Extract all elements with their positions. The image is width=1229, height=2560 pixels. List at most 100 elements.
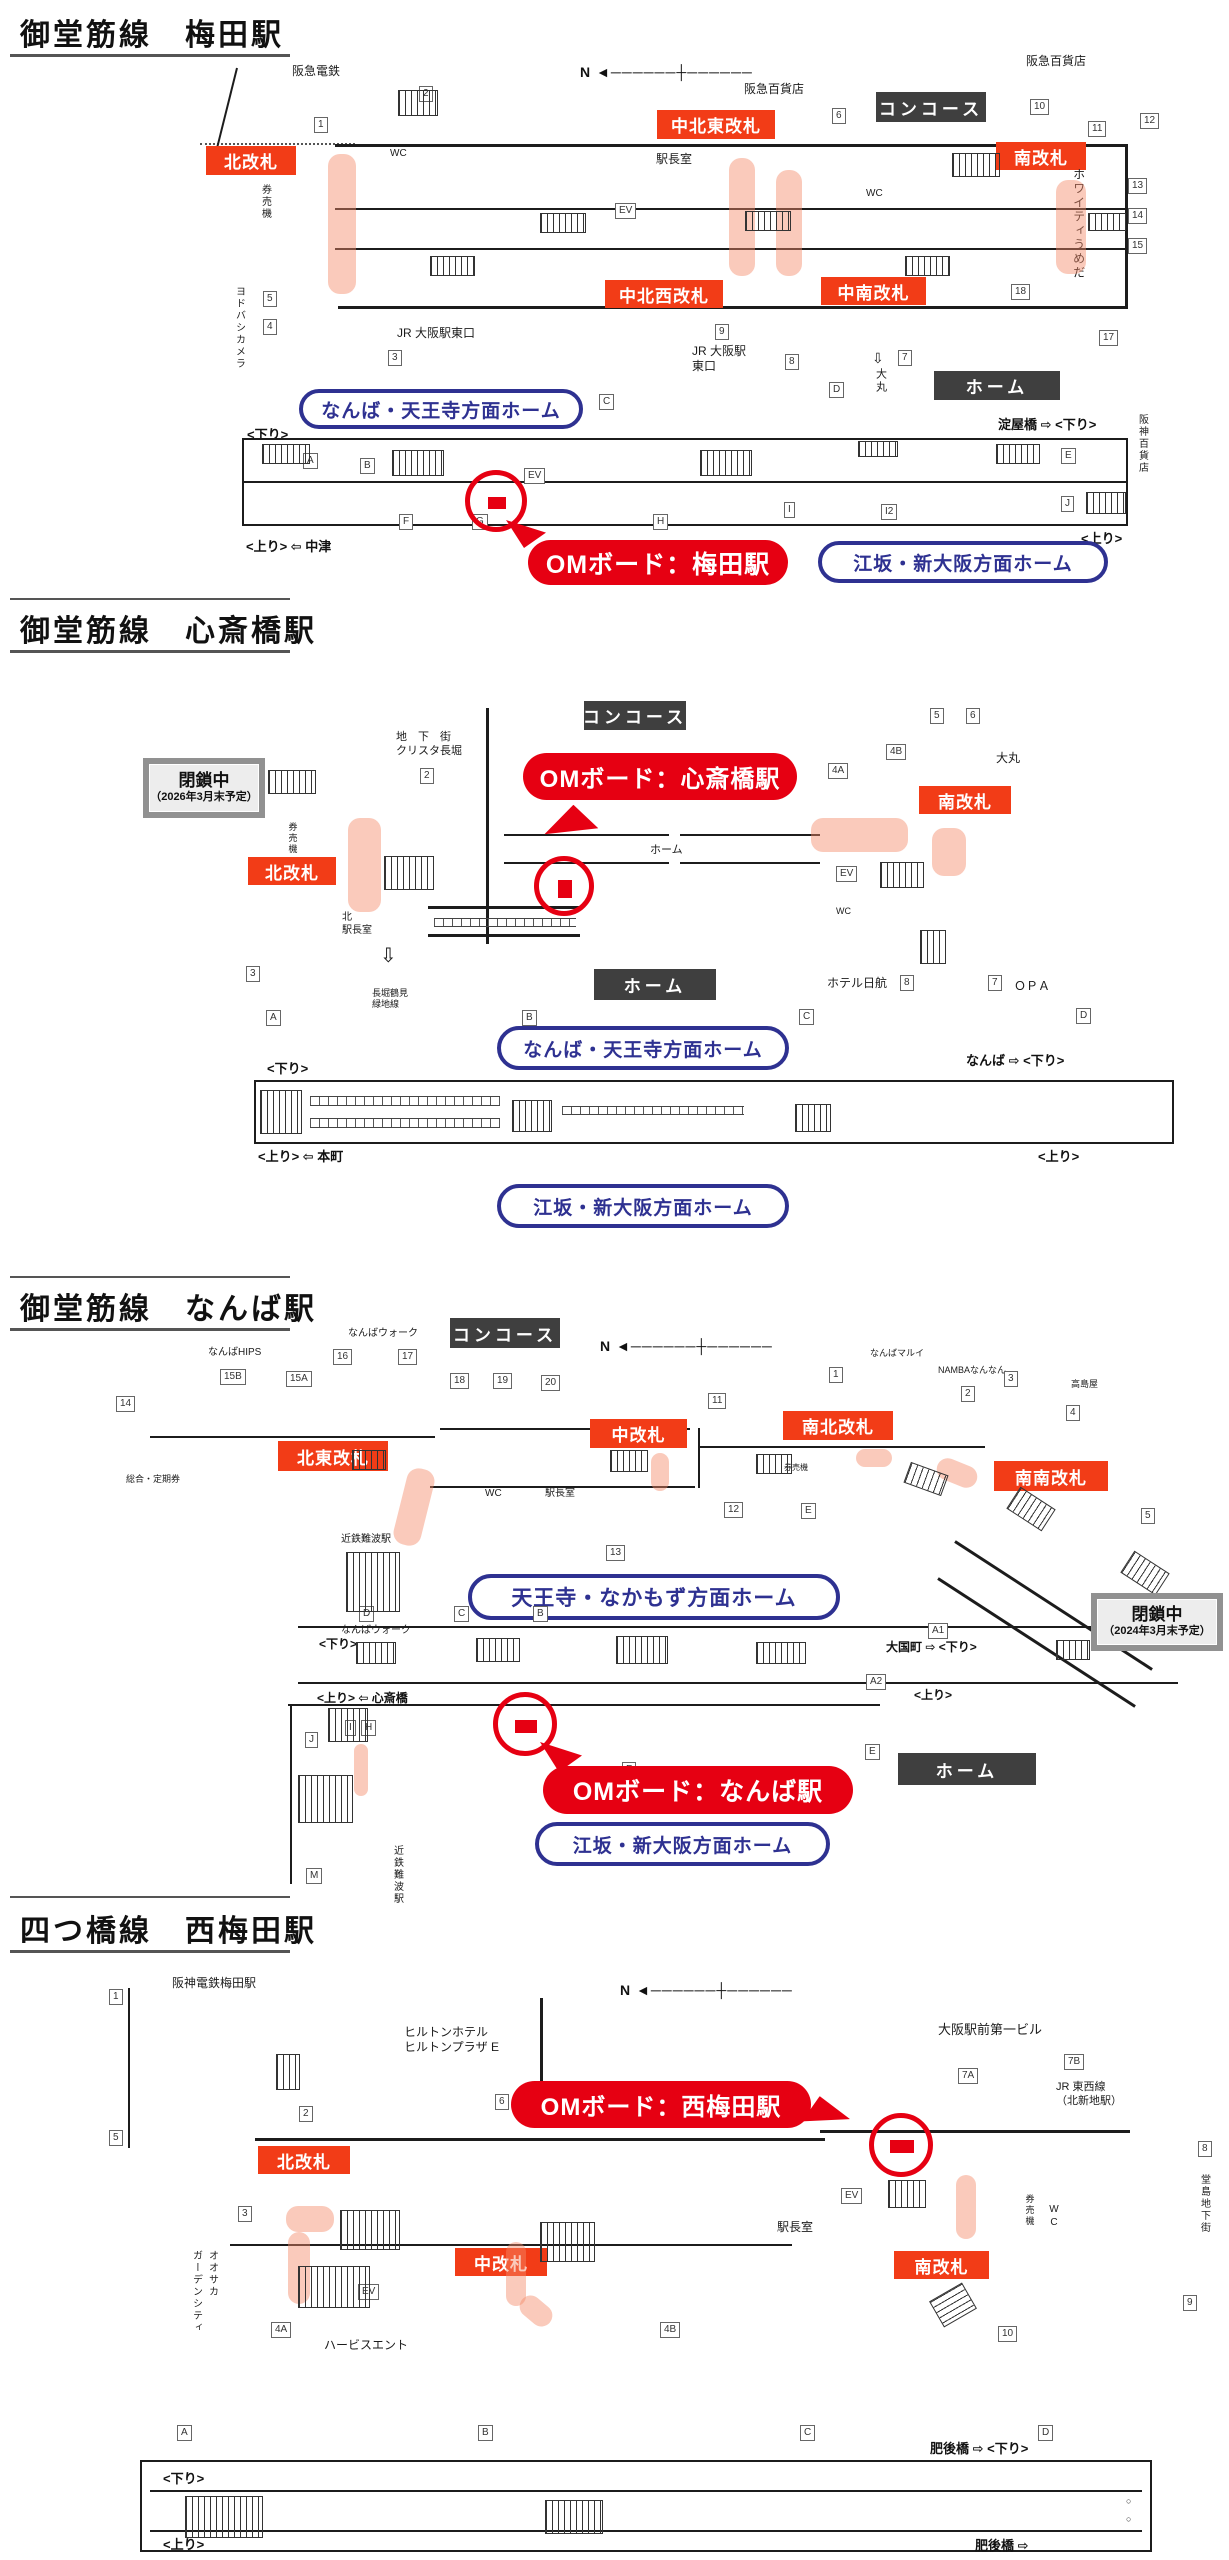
- namba-box: 11: [708, 1393, 727, 1409]
- namba-dir: <上り>: [914, 1688, 953, 1702]
- umeda-box: I2: [881, 504, 898, 520]
- umeda-vtext: 券売機: [259, 184, 271, 220]
- namba-text: 総合・定期券: [126, 1474, 181, 1484]
- nishiumeda-box: B: [478, 2425, 493, 2441]
- umeda-title: 御堂筋線 梅田駅: [20, 19, 284, 52]
- nishiumeda-dir: <上り>: [163, 2537, 205, 2552]
- nakaminami-gate-label: 中南改札: [821, 277, 926, 305]
- umeda-box: J: [1061, 496, 1074, 512]
- namba-stairs: [610, 1450, 648, 1472]
- umeda-box: B: [360, 458, 375, 474]
- bubble-tail: [544, 801, 601, 844]
- namba-stairs: [346, 1552, 400, 1612]
- namba-tennoji-platform-pill: なんば・天王寺方面ホーム: [299, 389, 583, 429]
- namba-rule: [10, 1276, 290, 1278]
- shinsaibashi-text: ＯＰＡ: [1014, 979, 1051, 993]
- shinsaibashi-box: A: [266, 1010, 281, 1026]
- nishiumeda-box: 9: [1183, 2295, 1197, 2311]
- shinsaibashi-box: D: [1076, 1008, 1092, 1024]
- shinsaibashi-text: 大丸: [996, 751, 1021, 765]
- umeda-stairs: [858, 441, 898, 457]
- shinsaibashi-box: 4B: [886, 744, 907, 760]
- umeda-vtext: 阪神百貨店: [1136, 414, 1148, 474]
- umeda-stairs: [996, 444, 1040, 464]
- shinsaibashi-dir: なんば ⇨ <下り>: [966, 1053, 1065, 1068]
- concourse-label: コンコース: [583, 701, 686, 730]
- tennoji-nakamozu-platform-pill: 天王寺・なかもず方面ホーム: [468, 1574, 840, 1620]
- nishiumeda-pink: [506, 2242, 526, 2306]
- minami-gate-label: 南改札: [894, 2251, 989, 2279]
- shinsaibashi-text: 地 下 街 クリスタ長堀: [396, 731, 462, 757]
- shinsaibashi-dir: <上り> ⇦ 本町: [258, 1149, 344, 1164]
- umeda-vtext: ホワイティうめだ: [1071, 168, 1086, 280]
- namba-text: 駅長室: [545, 1488, 575, 1499]
- shinsaibashi-vwall: [486, 708, 489, 944]
- nishiumeda-vtext: オオサカ: [206, 2250, 218, 2298]
- nishiumeda-vtext: 券売機: [1024, 2194, 1035, 2227]
- shinsaibashi-box: 5: [930, 708, 944, 724]
- shinsaibashi-hwall: [504, 834, 669, 836]
- umeda-hwall: [244, 481, 1126, 483]
- umeda-text: WC: [866, 188, 883, 199]
- nishiumeda-pink: [956, 2175, 976, 2239]
- umeda-box: D: [829, 382, 845, 398]
- umeda-text: 阪急百貨店: [744, 82, 805, 96]
- umeda-hwall: [335, 208, 1125, 210]
- nishiumeda-box: 7B: [1064, 2054, 1085, 2070]
- namba-dir: 大国町 ⇨ <下り>: [886, 1640, 977, 1654]
- nishiumeda-hwall: [230, 2244, 792, 2246]
- shinsaibashi-dots: [310, 1096, 500, 1106]
- nishiumeda-box: 4A: [271, 2322, 292, 2338]
- namba-vtext: 近鉄難波駅: [391, 1845, 403, 1905]
- shinsaibashi-box: 2: [420, 768, 434, 784]
- nishiumeda-box: 6: [495, 2094, 509, 2110]
- namba-box: 19: [493, 1373, 513, 1389]
- om-location-circle: [534, 856, 594, 916]
- namba-box: 4: [1066, 1405, 1080, 1421]
- nishiumeda-box: 5: [109, 2130, 123, 2146]
- namba-stairs: [356, 1642, 396, 1664]
- namba-title: 御堂筋線 なんば駅: [20, 1293, 317, 1326]
- shinsaibashi-dir: <上り>: [1038, 1149, 1080, 1164]
- nishiumeda-box: 1: [109, 1989, 123, 2005]
- umeda-box: EV: [615, 203, 637, 219]
- namba-stairs: [476, 1638, 520, 1662]
- umeda-box: 13: [1128, 178, 1148, 194]
- namba-pink: [390, 1465, 438, 1549]
- nishiumeda-text: 大阪駅前第一ビル: [938, 2022, 1043, 2037]
- umeda-box: 15: [1128, 238, 1148, 254]
- nishiumeda-vwall: [128, 1988, 130, 2148]
- shinsaibashi-stairs: [795, 1104, 831, 1132]
- nishiumeda-box: C: [800, 2425, 816, 2441]
- closed-badge-2026: 閉鎖中（2026年3月末予定）: [143, 758, 265, 818]
- nishiumeda-text: ヒルトンホテル ヒルトンプラザ E: [404, 2025, 499, 2054]
- namba-box: 18: [450, 1373, 470, 1389]
- namba-hwall: [150, 1436, 435, 1438]
- shinsaibashi-hwall: [428, 934, 580, 937]
- esaka-shinosaka-platform-pill: 江坂・新大阪方面ホーム: [818, 541, 1108, 583]
- nishiumeda-dir: 肥後橋 ⇨ <下り>: [930, 2441, 1029, 2456]
- concourse-label: コンコース: [450, 1318, 560, 1348]
- shinsaibashi-wallrect: [254, 1080, 1174, 1144]
- umeda-box: 3: [388, 350, 402, 366]
- naka-gate-label: 中改札: [455, 2248, 547, 2276]
- namba-dir: <上り> ⇦ 心斎橋: [317, 1691, 408, 1705]
- namba-box: 15A: [286, 1371, 312, 1387]
- om-bubble-namba: OMボード：なんば駅: [543, 1766, 853, 1814]
- nishiumeda-stairs: [185, 2496, 263, 2538]
- nishiumeda-dir: 肥後橋 ⇨: [975, 2538, 1029, 2553]
- nishiumeda-vtext: WC: [1048, 2204, 1060, 2230]
- minami-gate-label: 南改札: [996, 142, 1086, 170]
- namba-stairs: [352, 1450, 386, 1470]
- umeda-box: 7: [898, 350, 912, 366]
- platform-label: ホーム: [934, 371, 1060, 400]
- shinsaibashi-hwall: [680, 834, 820, 836]
- umeda-stairs: [1086, 492, 1126, 514]
- closed-badge-line1: 閉鎖中: [1131, 1605, 1183, 1625]
- umeda-box: C: [599, 394, 615, 410]
- namba-box: 5: [1141, 1508, 1155, 1524]
- umeda-text: WC: [390, 148, 407, 159]
- umeda-text: JR 大阪駅東口: [397, 326, 476, 340]
- shinsaibashi-box: 3: [246, 966, 260, 982]
